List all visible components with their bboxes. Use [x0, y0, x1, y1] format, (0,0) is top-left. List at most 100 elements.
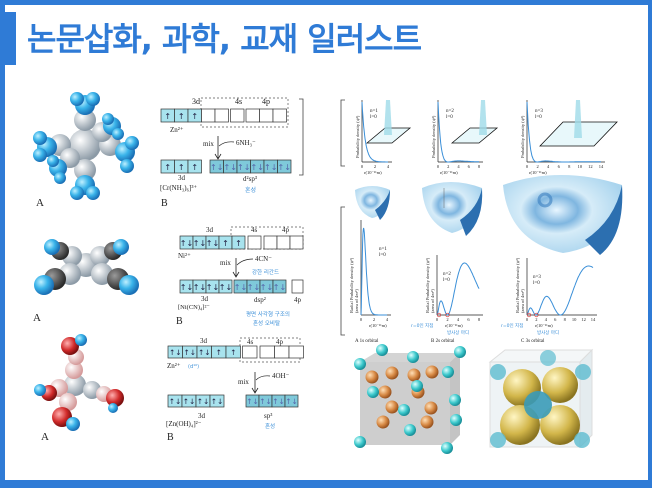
node-origin-note: r=0인 지점: [501, 322, 523, 329]
cation-atom: [365, 370, 379, 384]
ion-label: Ni²⁺: [178, 252, 191, 260]
tick-label: 12: [588, 164, 593, 169]
quantum-number-n: n=2: [443, 272, 451, 277]
cation-atom: [425, 365, 439, 379]
orbital-plane: [450, 127, 499, 144]
bracket: [340, 99, 345, 167]
electron-arrow: ↑↓: [193, 283, 207, 292]
tick-label: 2: [373, 317, 375, 322]
complex-formula: [Zn(OH)₄]²⁻: [166, 420, 202, 428]
electron-arrow: ↑↓: [224, 163, 238, 172]
label-4s: 4s: [251, 226, 258, 234]
orbital-hemisphere-3s: [503, 175, 623, 255]
density-peak: [479, 100, 487, 135]
electron-arrow: ↑↓: [251, 163, 265, 172]
anion-atom: [454, 346, 466, 358]
orbital-box-row: ↑↓↑↓↑↓↑↓: [167, 394, 225, 408]
electron-arrow: ↑: [191, 163, 198, 172]
tick-label: 10: [572, 317, 577, 322]
x-axis-label: r(10⁻¹¹m): [369, 323, 387, 328]
electron-arrow: ↑↓: [183, 397, 195, 406]
hybrid-orbital-row: ↑↓↑↓↑↓↑↓: [233, 279, 287, 294]
orbital-hemisphere-2s: [422, 182, 483, 236]
tick-label: 2: [447, 164, 449, 169]
orbital-box: [259, 345, 275, 359]
cation-atom: [376, 415, 390, 429]
mix-arrow-icon: [214, 136, 222, 160]
electron-arrow: ↑↓: [259, 397, 271, 406]
panel-label-b: B: [161, 198, 168, 209]
orbital-box: [230, 108, 245, 123]
orbital-box: [277, 159, 292, 174]
y-axis-label: Probability density (ψ²): [355, 115, 360, 158]
electron-arrow: ↑↓: [206, 283, 220, 292]
orbital-box: [209, 394, 225, 408]
tick-label: 0: [361, 164, 364, 169]
label-3d: 3d: [206, 226, 214, 234]
ligand-label: 4CN⁻: [255, 255, 272, 263]
electron-arrow: ↑: [178, 163, 185, 172]
quantum-number-n: n=3: [533, 275, 541, 280]
electron-arrow: ↑↓: [193, 239, 207, 248]
tick-label: 4: [457, 317, 460, 322]
orbital-caption: B 2s orbital: [431, 339, 455, 344]
quantum-number-l: l=0: [443, 278, 450, 283]
label-3d: 3d: [192, 97, 200, 106]
y-axis-label: (area of 4πr²): [430, 289, 435, 313]
electron-arrow: ↑: [216, 348, 222, 357]
quantum-number-n: n=3: [535, 109, 543, 114]
electron-arrow: ↑↓: [272, 397, 284, 406]
tick-label: 2: [446, 317, 448, 322]
electron-arrow: ↑: [164, 112, 171, 121]
mix-label: mix: [203, 140, 214, 148]
label-4p: 4p: [276, 338, 284, 346]
tick-label: 6: [468, 164, 471, 169]
y-axis-label: Radial Probability density (ψ²): [515, 257, 520, 313]
electron-arrow: ↑↓: [197, 397, 209, 406]
tick-label: 0: [526, 317, 529, 322]
ligand-label: 4OH⁻: [272, 372, 290, 380]
tick-label: 4: [387, 164, 390, 169]
electron-arrow: ↑↓: [273, 283, 287, 292]
electron-arrow: ↑: [222, 239, 229, 248]
x-axis-label: r(10⁻¹¹m): [529, 170, 547, 175]
node-marker: [534, 312, 539, 318]
electron-arrow: ↑↓: [237, 163, 251, 172]
density-peak: [574, 100, 582, 138]
electron-arrow: ↑: [235, 239, 242, 248]
anion-atom: [442, 366, 454, 378]
orbital-box: [276, 235, 291, 250]
anion-atom: [376, 344, 388, 356]
electron-arrow: ↑↓: [247, 283, 261, 292]
ligand-note: 강한 리간드: [252, 268, 279, 276]
bracket: [340, 206, 345, 336]
hybrid-label: sp³: [264, 412, 272, 420]
crystal-fluorite-structure: [354, 344, 466, 454]
orbital-box: [272, 279, 287, 294]
y-axis-label: Radial Probability density (ψ²): [349, 257, 354, 313]
electron-arrow: ↑↓: [234, 283, 248, 292]
orbital-box: [289, 235, 304, 250]
tick-label: 8: [564, 317, 567, 322]
electron-arrow: ↑↓: [198, 348, 210, 357]
node-marker: [445, 312, 450, 318]
orbital-plane: [365, 127, 412, 144]
orbital-box: [201, 108, 216, 123]
mix-label: mix: [238, 378, 249, 386]
y-axis-label: Probability density (ψ²): [520, 115, 525, 158]
quantum-number-l: l=0: [379, 253, 386, 258]
electron-arrow: ↑↓: [278, 163, 292, 172]
title-accent-bar: [5, 12, 16, 65]
tick-label: 10: [578, 164, 583, 169]
orbital-diagram-ni-cn: 3d 4s 4p ↑↓↑↓↑↓↑↑ Ni²⁺ mix 4CN⁻ 강한 리간드 ↑…: [176, 226, 304, 327]
orbital-box: [272, 108, 287, 123]
tick-label: 14: [591, 317, 596, 322]
x-axis-label: r(10⁻¹¹m): [535, 323, 553, 328]
tick-label: 0: [436, 317, 439, 322]
tick-label: 4: [545, 317, 548, 322]
electron-arrow: ↑↓: [264, 163, 278, 172]
electron-arrow: ↑↓: [169, 397, 181, 406]
quantum-number-n: n=1: [370, 109, 378, 114]
anion-atom: [449, 394, 461, 406]
